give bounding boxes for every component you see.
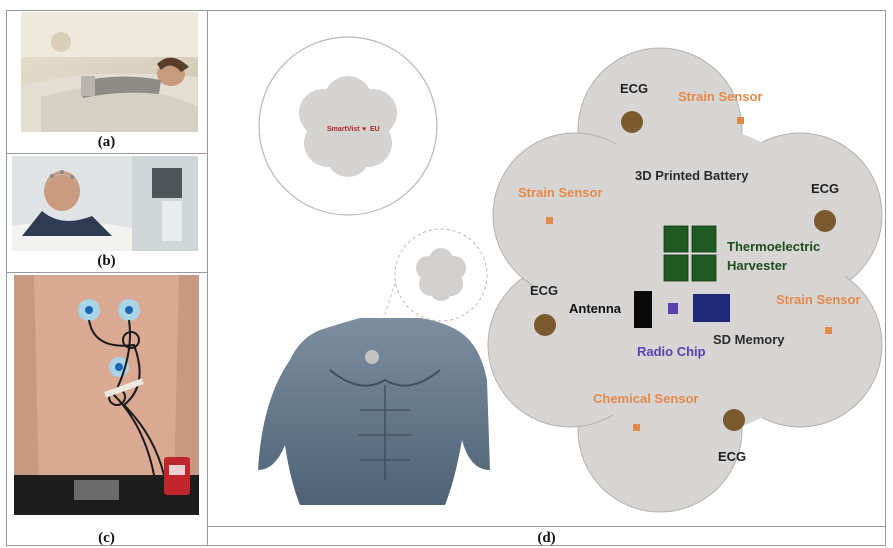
- label-ecg-right: ECG: [811, 181, 839, 196]
- photo-eeg-patient: [12, 156, 198, 251]
- ecg-electrode-right: [814, 210, 836, 232]
- label-ecg-bottom: ECG: [718, 449, 746, 464]
- label-ecg-top: ECG: [620, 81, 648, 96]
- label-strain-top: Strain Sensor: [678, 89, 763, 104]
- caption-b: (b): [97, 253, 116, 269]
- row-divider-b: [6, 272, 207, 273]
- caption-divider-d: [207, 526, 886, 527]
- caption-c: (c): [98, 530, 115, 546]
- ecg-electrode-top: [621, 111, 643, 133]
- human-torso: [258, 318, 490, 505]
- label-thermo-2: Harvester: [727, 258, 787, 273]
- label-ecg-left: ECG: [530, 283, 558, 298]
- radio-chip-block: [668, 303, 678, 314]
- label-antenna: Antenna: [569, 301, 622, 316]
- label-sd-memory: SD Memory: [713, 332, 785, 347]
- label-chemical: Chemical Sensor: [593, 391, 699, 406]
- antenna-block: [634, 291, 652, 328]
- row-divider-a: [6, 153, 207, 154]
- chemical-sensor: [633, 424, 640, 431]
- photo-sleeping-person: [21, 12, 198, 132]
- caption-d: (d): [537, 530, 556, 546]
- caption-a: (a): [97, 134, 116, 150]
- thermoelectric-harvester: [663, 225, 717, 282]
- patch-logo-suffix: EU: [370, 126, 380, 133]
- patch-flower-zoom: [299, 76, 397, 177]
- label-radio-chip: Radio Chip: [637, 344, 706, 359]
- patch-flower-small: [416, 248, 466, 301]
- photo-holter-chest: [14, 275, 199, 515]
- label-strain-left: Strain Sensor: [518, 185, 603, 200]
- ecg-electrode-left: [534, 314, 556, 336]
- strain-sensor-right: [825, 327, 832, 334]
- ecg-electrode-bottom: [723, 409, 745, 431]
- strain-sensor-left: [546, 217, 553, 224]
- label-battery: 3D Printed Battery: [635, 168, 749, 183]
- sd-memory-block: [693, 294, 730, 322]
- column-divider: [207, 10, 208, 546]
- label-thermo-1: Thermoelectric: [727, 239, 820, 254]
- strain-sensor-top: [737, 117, 744, 124]
- patch-logo-heart-icon: ♥: [362, 126, 366, 133]
- flower-center: [535, 125, 845, 435]
- label-strain-right: Strain Sensor: [776, 292, 861, 307]
- figure-frame: [6, 10, 886, 546]
- patch-logo-brand: SmartVist: [327, 126, 360, 133]
